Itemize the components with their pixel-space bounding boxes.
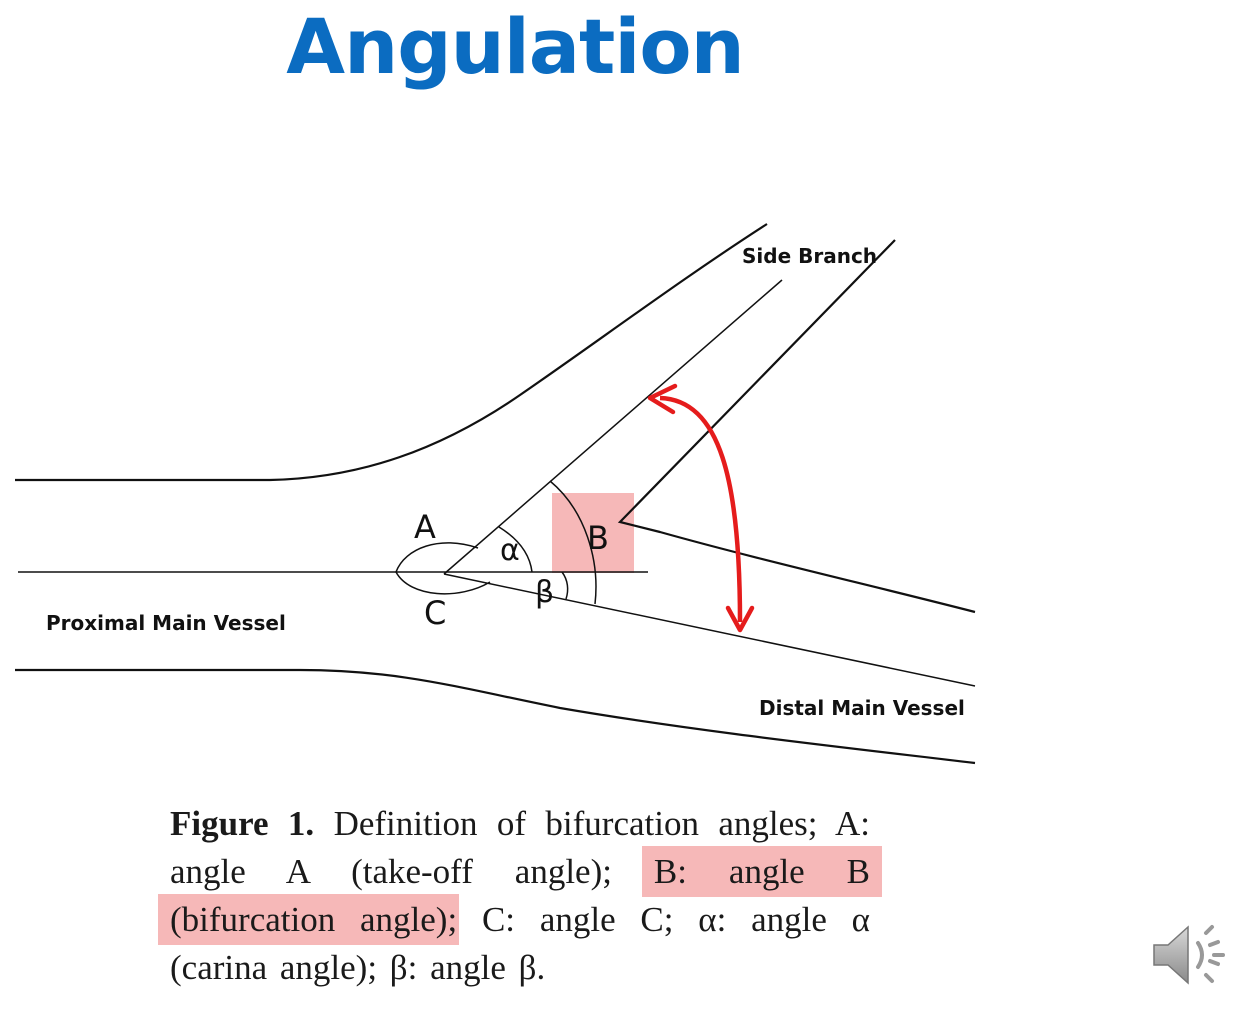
lower-vessel-wall: [15, 668, 976, 765]
caption-text-part2: ; C: angle C; α: angle α (carina angle);…: [170, 900, 871, 987]
angle-beta-arc: [561, 571, 569, 600]
angle-alpha-arc: [498, 526, 533, 573]
figure-label: Figure 1.: [170, 804, 315, 843]
angle-a-label: A: [414, 508, 436, 546]
upper-vessel-wall: [15, 223, 768, 482]
side-branch-right-wall: [617, 239, 976, 614]
distal-centerline: [443, 573, 976, 687]
angle-b-label: B: [587, 519, 609, 557]
distal-main-vessel-label: Distal Main Vessel: [759, 696, 965, 720]
arrow-head-top: [647, 383, 678, 415]
side-branch-centerline: [443, 279, 783, 575]
figure-caption: Figure 1. Definition of bifurcation angl…: [158, 800, 882, 992]
arrow-head-bottom: [725, 605, 755, 633]
angle-beta-label: β: [535, 575, 554, 610]
angle-b-arc: [549, 480, 597, 605]
angle-a-arc: [395, 542, 479, 573]
angle-c-label: C: [424, 594, 446, 632]
side-branch-label: Side Branch: [742, 244, 877, 268]
bifurcation-angle-arrow: [659, 395, 743, 623]
slide-title: Angulation: [286, 2, 744, 91]
caption-text-part1: Definition of bifurcation angles; A: ang…: [170, 804, 870, 891]
speaker-icon[interactable]: [1148, 915, 1228, 995]
angle-c-arc: [395, 571, 491, 595]
angle-alpha-label: α: [500, 533, 520, 568]
proximal-main-vessel-label: Proximal Main Vessel: [46, 611, 286, 635]
